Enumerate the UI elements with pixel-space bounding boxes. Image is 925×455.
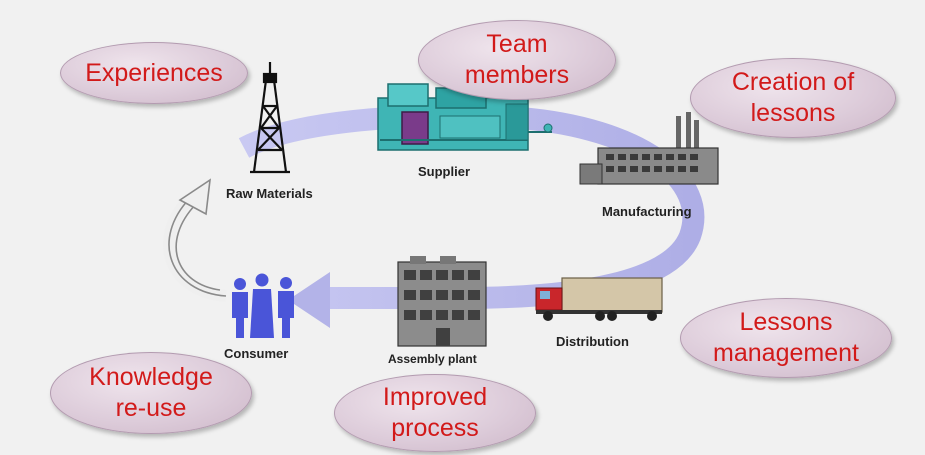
label-raw-materials: Raw Materials	[226, 186, 313, 201]
bubble-team-members: Team members	[418, 20, 616, 100]
label-manufacturing: Manufacturing	[602, 204, 692, 219]
oil-derrick-icon	[250, 62, 290, 174]
factory-icon	[579, 112, 719, 185]
supplier-machinery-icon	[377, 83, 553, 151]
truck-icon	[535, 277, 663, 321]
consumer-people-icon	[232, 273, 294, 338]
assembly-plant-icon	[397, 256, 487, 347]
bubble-lessons-management: Lessons management	[680, 298, 892, 378]
bubble-knowledge-reuse: Knowledge re-use	[50, 352, 252, 434]
cycle-arrow-head	[288, 272, 330, 328]
label-assembly-plant: Assembly plant	[388, 352, 477, 366]
label-distribution: Distribution	[556, 334, 629, 349]
bubble-improved-process: Improved process	[334, 374, 536, 452]
return-arrow	[163, 178, 227, 302]
label-supplier: Supplier	[418, 164, 471, 179]
label-consumer: Consumer	[224, 346, 289, 361]
bubble-experiences: Experiences	[60, 42, 248, 104]
bubble-creation-of-lessons: Creation of lessons	[690, 58, 896, 138]
